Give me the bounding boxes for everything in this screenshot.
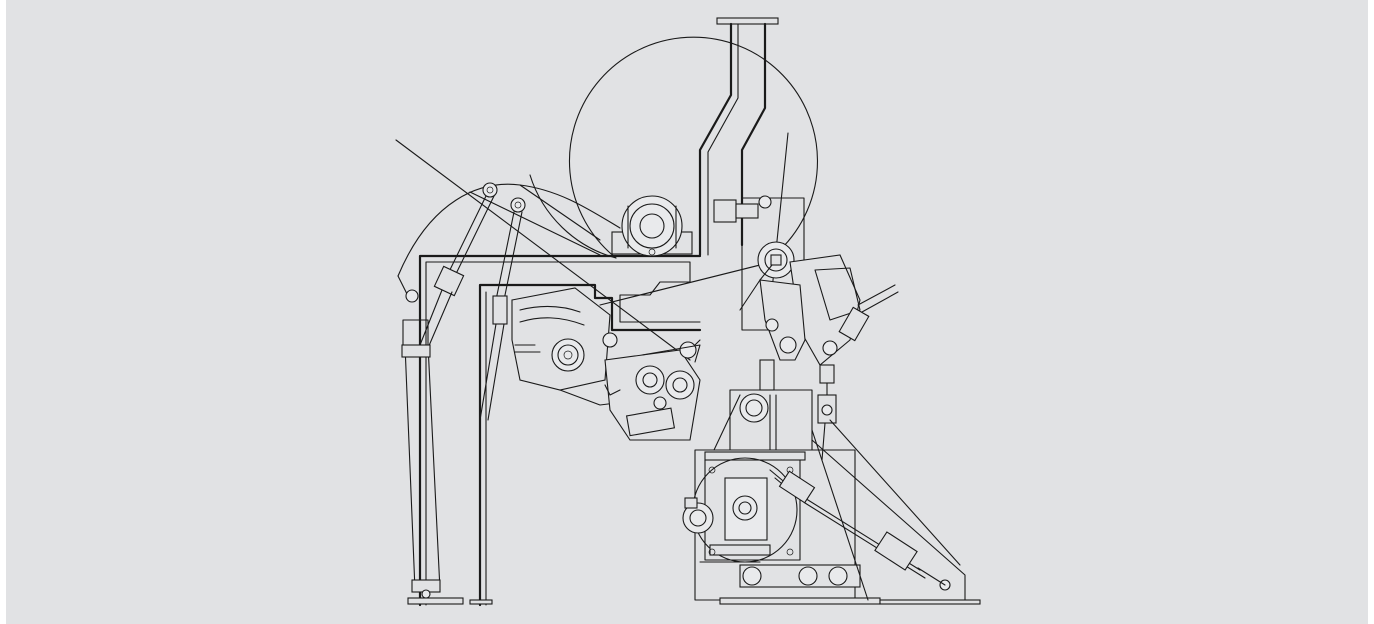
machine-drawing [6, 0, 1368, 624]
left-actuator-pair [405, 182, 526, 421]
right-upper-head [713, 195, 899, 391]
left-support-cylinder [401, 319, 441, 599]
hood-guard [397, 183, 621, 301]
upper-frame [407, 254, 702, 607]
drawing-panel [6, 0, 1368, 624]
diagonal-brace [769, 419, 966, 601]
lower-base-frame [682, 449, 981, 605]
left-swing-head [511, 287, 701, 406]
swing-radius-circle [529, 36, 818, 259]
middle-column [713, 389, 813, 451]
lower-tool-head [604, 341, 701, 441]
right-actuator [817, 364, 837, 461]
top-roll-bearing [611, 195, 693, 257]
panel-background [6, 0, 1368, 624]
